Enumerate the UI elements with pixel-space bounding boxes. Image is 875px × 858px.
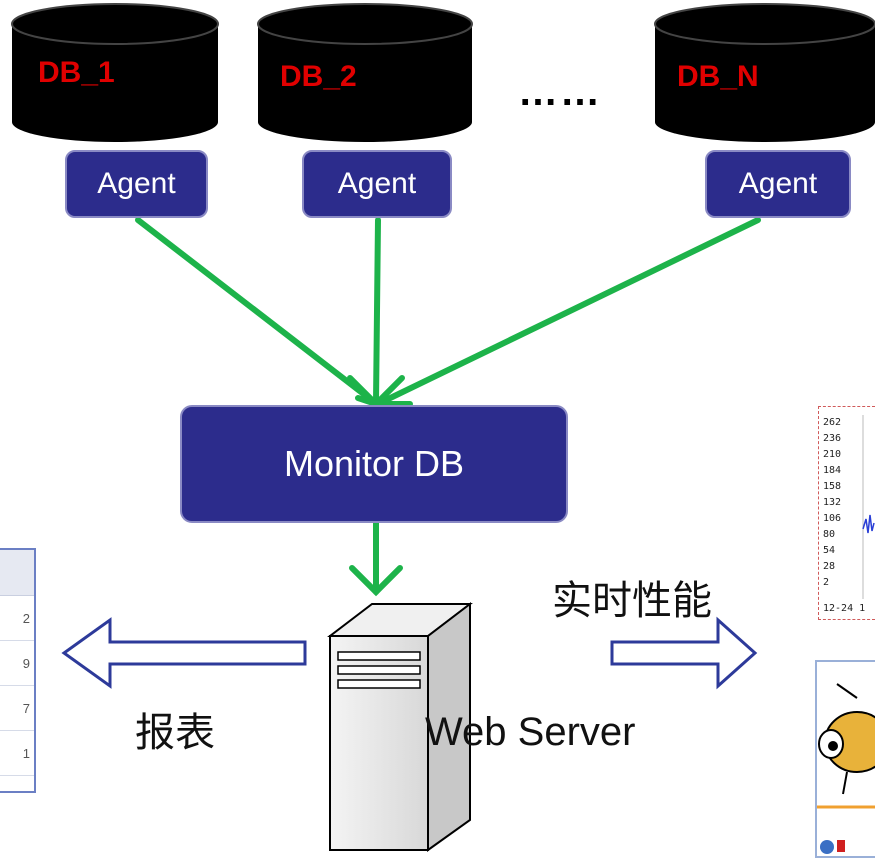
y-tick-label: 132 — [823, 497, 842, 508]
y-tick-label: 28 — [823, 561, 836, 572]
table-row: 7 — [0, 686, 34, 731]
db-label-2: DB_2 — [280, 60, 357, 93]
y-tick-label: 184 — [823, 465, 842, 476]
mascot-icon — [817, 683, 875, 854]
y-tick-label: 262 — [823, 417, 842, 428]
y-tick-label: 80 — [823, 529, 836, 540]
report-table-thumbnail: 2 9 7 1 — [0, 548, 36, 793]
y-tick-label: 236 — [823, 433, 842, 444]
monitor-db-box: Monitor DB — [180, 405, 568, 523]
realtime-arrow — [610, 616, 758, 690]
web-server-label: Web Server — [425, 710, 636, 754]
db-cylinder-n — [654, 3, 875, 142]
agent-box-2: Agent — [302, 150, 452, 218]
agent-box-1: Agent — [65, 150, 208, 218]
realtime-performance-label: 实时性能 — [552, 578, 712, 624]
table-row: 1 — [0, 731, 34, 776]
table-row: 2 — [0, 596, 34, 641]
agent-to-monitor-arrows — [135, 217, 761, 409]
table-row: 9 — [0, 641, 34, 686]
report-arrow — [61, 617, 307, 689]
mascot-panel-thumbnail — [815, 660, 875, 858]
performance-chart-thumbnail: 262 236 210 184 158 132 106 80 54 28 2 1… — [818, 406, 875, 620]
y-tick-label: 2 — [823, 577, 830, 588]
y-tick-label: 210 — [823, 449, 842, 460]
x-tick-label: 12-24 1 — [823, 603, 866, 614]
db-label-n: DB_N — [677, 60, 759, 93]
y-tick-label: 106 — [823, 513, 842, 524]
report-label: 报表 — [135, 710, 215, 756]
db-cylinder-1 — [11, 3, 219, 142]
db-cylinder-2 — [257, 3, 473, 142]
y-tick-label: 54 — [823, 545, 836, 556]
report-table-header — [0, 550, 34, 596]
server-tower-icon — [327, 601, 473, 852]
ellipsis-text: …… — [518, 70, 602, 114]
y-tick-label: 158 — [823, 481, 842, 492]
agent-box-n: Agent — [705, 150, 851, 218]
chart-series-line — [862, 415, 875, 599]
db-label-1: DB_1 — [38, 56, 115, 89]
